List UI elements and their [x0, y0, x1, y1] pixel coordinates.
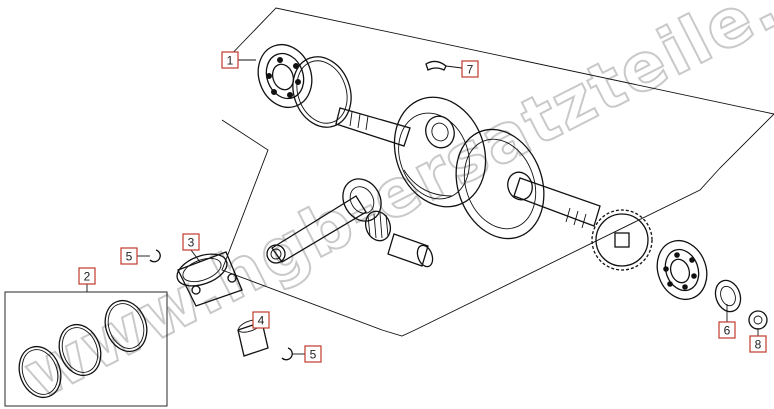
svg-text:5: 5 [126, 250, 133, 264]
washer [748, 310, 768, 330]
callout-2: 2 [78, 267, 96, 285]
svg-text:6: 6 [724, 324, 731, 338]
crank-web-left [393, 96, 487, 208]
left-bearing [257, 43, 313, 109]
callout-1: 1 [221, 51, 239, 69]
svg-text:1: 1 [227, 54, 234, 68]
svg-text:7: 7 [467, 63, 474, 77]
piston [176, 251, 243, 307]
crank-pin [387, 233, 434, 268]
gasket-ring [292, 56, 352, 128]
assembly-outline [221, 7, 774, 337]
svg-text:8: 8 [755, 338, 762, 352]
piston-rings [18, 299, 148, 399]
callout-5-upper: 5 [120, 247, 138, 265]
watermark: www.hgb-ersatzteile.de [12, 0, 774, 409]
needle-bearing [364, 210, 392, 242]
leader-lines [86, 59, 759, 355]
svg-text:2: 2 [84, 270, 91, 284]
svg-text:4: 4 [258, 314, 265, 328]
callout-3: 3 [182, 233, 200, 251]
woodruff-key [425, 60, 447, 71]
circlip-lower [281, 347, 293, 361]
crankshaft-right-shaft [513, 177, 601, 229]
callout-5-lower: 5 [304, 345, 322, 363]
connecting-rod [266, 178, 382, 264]
piston-rings-box [4, 291, 168, 407]
svg-text:3: 3 [188, 236, 195, 250]
callout-4: 4 [252, 311, 270, 329]
callout-6: 6 [718, 321, 736, 339]
circlip-upper [149, 249, 161, 263]
sprocket-gear [591, 209, 653, 271]
oil-seal [714, 279, 742, 313]
right-bearing [656, 239, 708, 301]
svg-text:5: 5 [310, 348, 317, 362]
callout-8: 8 [749, 335, 767, 353]
callout-7: 7 [461, 60, 479, 78]
crankshaft-left-shaft [335, 107, 411, 147]
